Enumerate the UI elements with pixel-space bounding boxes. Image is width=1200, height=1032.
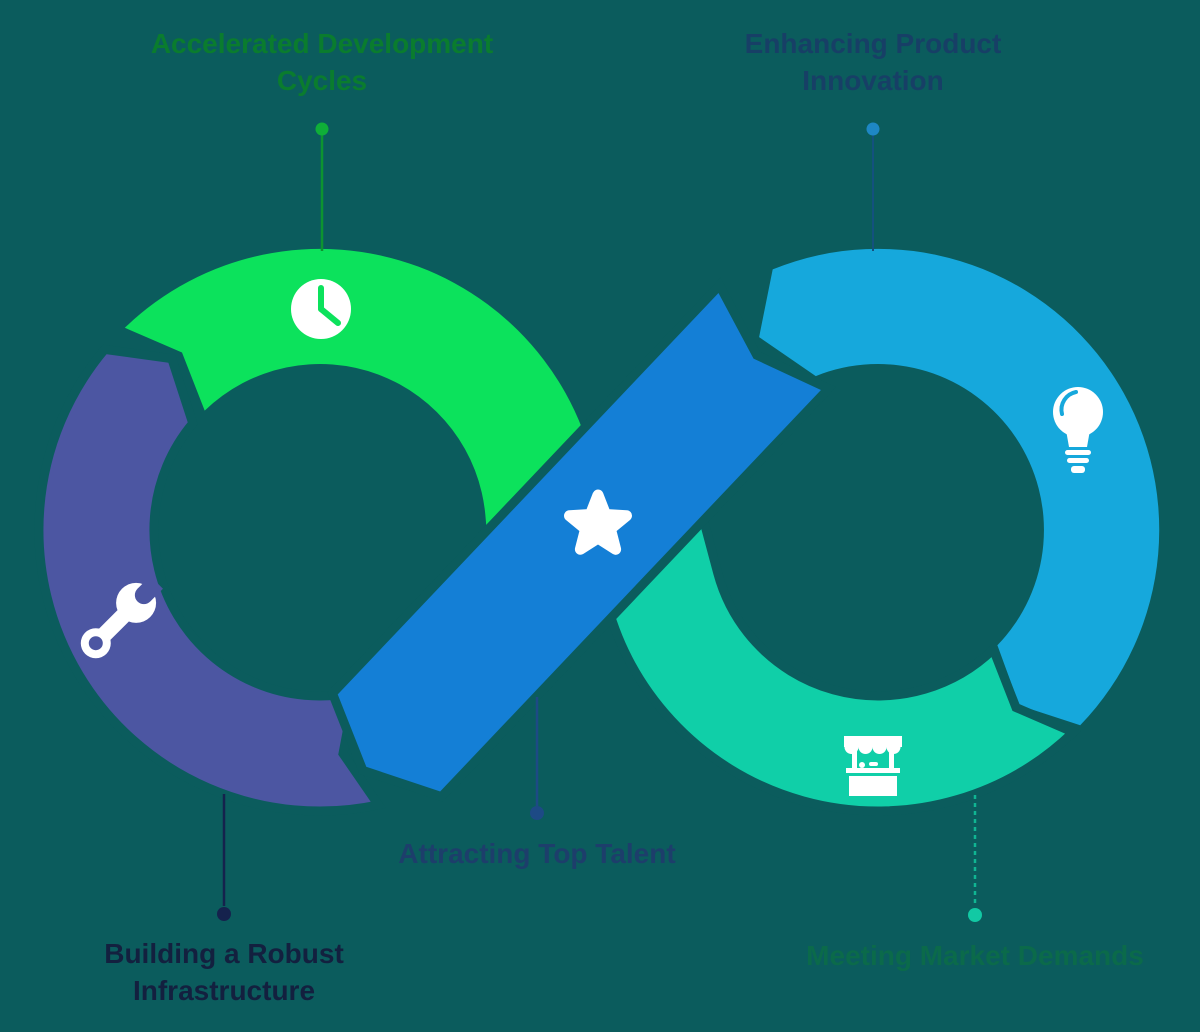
leader-meeting-market-demands: [968, 795, 982, 922]
segment-building-a-robust-infrastructure: [34, 344, 386, 816]
clock-icon: [291, 279, 351, 339]
label-accelerated-development-cycles: Accelerated Development Cycles: [150, 28, 494, 96]
star-icon: [564, 489, 632, 555]
leader-accelerated-development-cycles: [315, 122, 329, 251]
leader-dot: [315, 122, 329, 136]
wrench-icon: [80, 576, 163, 659]
label-building-a-robust-infrastructure: Building a Robust Infrastructure: [104, 938, 344, 1006]
leader-building-a-robust-infrastructure: [217, 794, 231, 921]
label-attracting-top-talent: Attracting Top Talent: [398, 838, 676, 869]
leader-attracting-top-talent: [530, 697, 544, 820]
leader-enhancing-product-innovation: [866, 122, 880, 251]
leader-dot: [866, 122, 880, 136]
segment-accelerated-development-cycles: [124, 248, 606, 576]
segment-enhancing-product-innovation: [759, 248, 1160, 726]
leader-dot: [530, 806, 544, 820]
leader-dot: [968, 908, 982, 922]
market-stall-icon: [844, 736, 902, 796]
lightbulb-icon: [1053, 387, 1103, 473]
label-enhancing-product-innovation: Enhancing Product Innovation: [744, 28, 1002, 96]
leader-dot: [217, 907, 231, 921]
label-meeting-market-demands: Meeting Market Demands: [806, 940, 1144, 971]
